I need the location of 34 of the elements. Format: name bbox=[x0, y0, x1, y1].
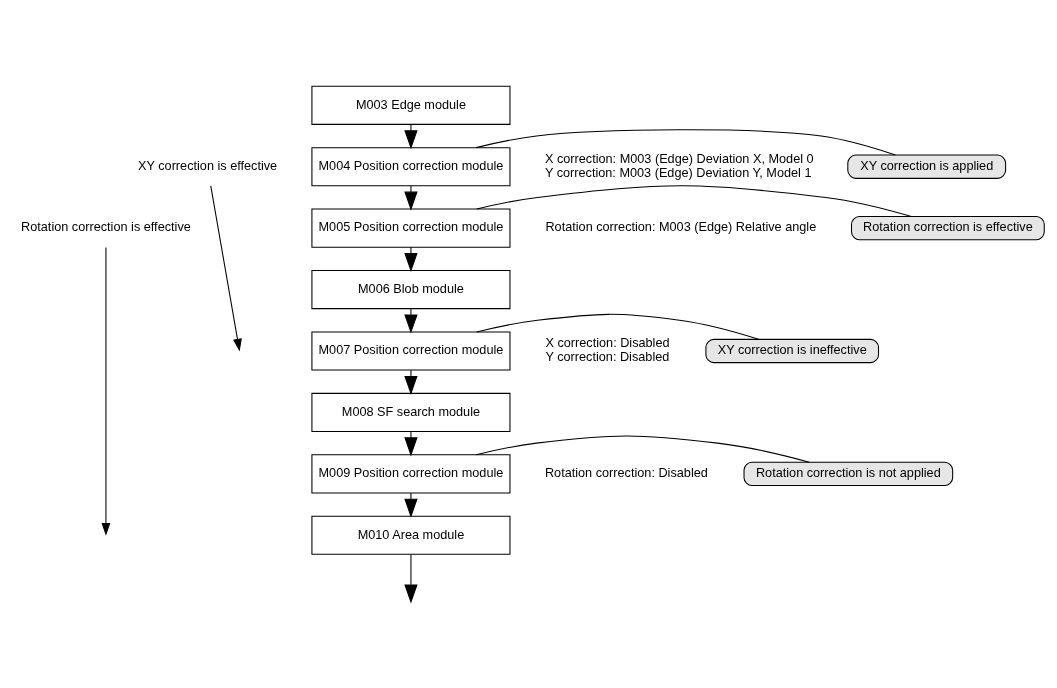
node-label: Y correction: Disabled bbox=[545, 349, 670, 364]
node-label: X correction: M003 (Edge) Deviation X, Model 0 bbox=[544, 151, 814, 166]
node-label: Y correction: M003 (Edge) Deviation Y, Model 1 bbox=[544, 165, 812, 180]
arrow bbox=[404, 430, 418, 456]
arrow bbox=[404, 369, 418, 395]
connector bbox=[475, 435, 810, 463]
arrow bbox=[101, 246, 111, 536]
node-box: M005 Position correction module bbox=[311, 208, 511, 248]
node-label: Rotation correction: Disabled bbox=[544, 465, 708, 480]
connector bbox=[476, 184, 912, 217]
node-box: XY correction is ineffective bbox=[705, 338, 880, 363]
node-label: X correction: Disabled bbox=[545, 335, 670, 350]
arrow bbox=[404, 246, 418, 272]
arrow bbox=[404, 492, 418, 518]
connector bbox=[476, 313, 760, 340]
node-text: XY correction is effective bbox=[138, 158, 278, 173]
node-box: Rotation correction is effective bbox=[851, 215, 1045, 240]
node-text: Rotation correction is effective bbox=[21, 219, 191, 234]
arrow bbox=[404, 307, 418, 334]
node-box: M003 Edge module bbox=[311, 85, 511, 125]
arrow bbox=[404, 184, 418, 211]
node-box: M009 Position correction module bbox=[311, 453, 511, 493]
node-box: XY correction is applied bbox=[847, 154, 1007, 179]
arrow bbox=[404, 553, 418, 604]
node-box: Rotation correction is not applied bbox=[743, 461, 954, 486]
node-box: M010 Area module bbox=[311, 515, 511, 555]
arrow bbox=[404, 123, 418, 149]
arrow bbox=[210, 184, 242, 351]
node-box: M008 SF search module bbox=[311, 392, 511, 432]
node-label: Rotation correction: M003 (Edge) Relative angle bbox=[545, 219, 817, 234]
node-box: M006 Blob module bbox=[311, 269, 511, 309]
connector bbox=[475, 128, 896, 156]
node-box: M007 Position correction module bbox=[311, 330, 511, 371]
node-box: M004 Position correction module bbox=[311, 146, 511, 186]
